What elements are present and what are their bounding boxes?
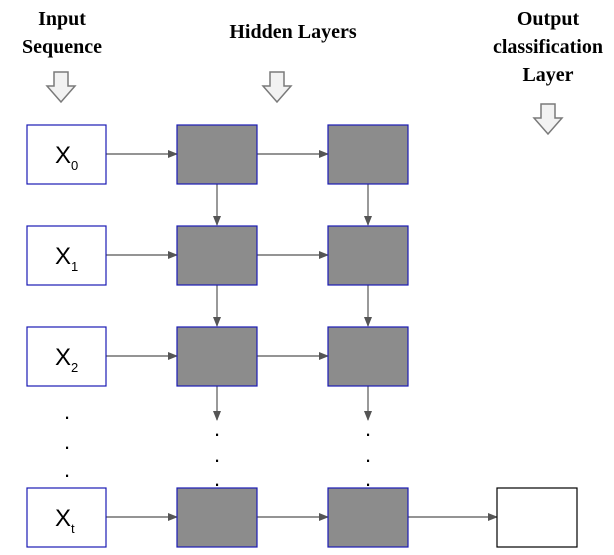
hidden-node-l1-row1 <box>176 225 258 286</box>
input-box-xt <box>26 487 107 548</box>
ellipsis-dot: . <box>214 416 220 441</box>
hidden-layers-header: Hidden Layers <box>229 21 356 43</box>
hidden-node-l1-row0 <box>176 124 258 185</box>
output-header-line-3: Layer <box>522 64 573 86</box>
ellipsis-dot: . <box>214 442 220 467</box>
output-down-arrow-icon <box>532 103 564 136</box>
input-label-x2: X2 <box>55 344 78 375</box>
ellipsis-dot: . <box>64 399 70 424</box>
hidden-node-l1-row2 <box>176 326 258 387</box>
output-node <box>496 487 578 548</box>
hidden-down-arrow-icon <box>261 71 293 104</box>
input-down-arrow-icon <box>45 71 77 104</box>
output-header-line-2: classification <box>493 36 603 58</box>
ellipsis-dot: . <box>214 466 220 491</box>
input-header-line-2: Sequence <box>22 36 102 58</box>
input-label-x1: X1 <box>55 243 78 274</box>
hidden-node-l1-rowt <box>176 487 258 548</box>
input-box-x2 <box>26 326 107 387</box>
ellipsis-dot: . <box>64 457 70 482</box>
ellipsis-dot: . <box>365 466 371 491</box>
input-label-xt: Xt <box>55 505 75 536</box>
hidden-node-l2-row0 <box>327 124 409 185</box>
input-box-x0 <box>26 124 107 185</box>
input-header-line-1: Input <box>38 8 86 30</box>
hidden-node-l2-rowt <box>327 487 409 548</box>
input-box-x1 <box>26 225 107 286</box>
ellipsis-dot: . <box>365 416 371 441</box>
hidden-node-l2-row1 <box>327 225 409 286</box>
ellipsis-dot: . <box>64 429 70 454</box>
input-label-x0: X0 <box>55 142 78 173</box>
output-header-line-1: Output <box>517 8 580 30</box>
ellipsis-dot: . <box>365 442 371 467</box>
hidden-node-l2-row2 <box>327 326 409 387</box>
